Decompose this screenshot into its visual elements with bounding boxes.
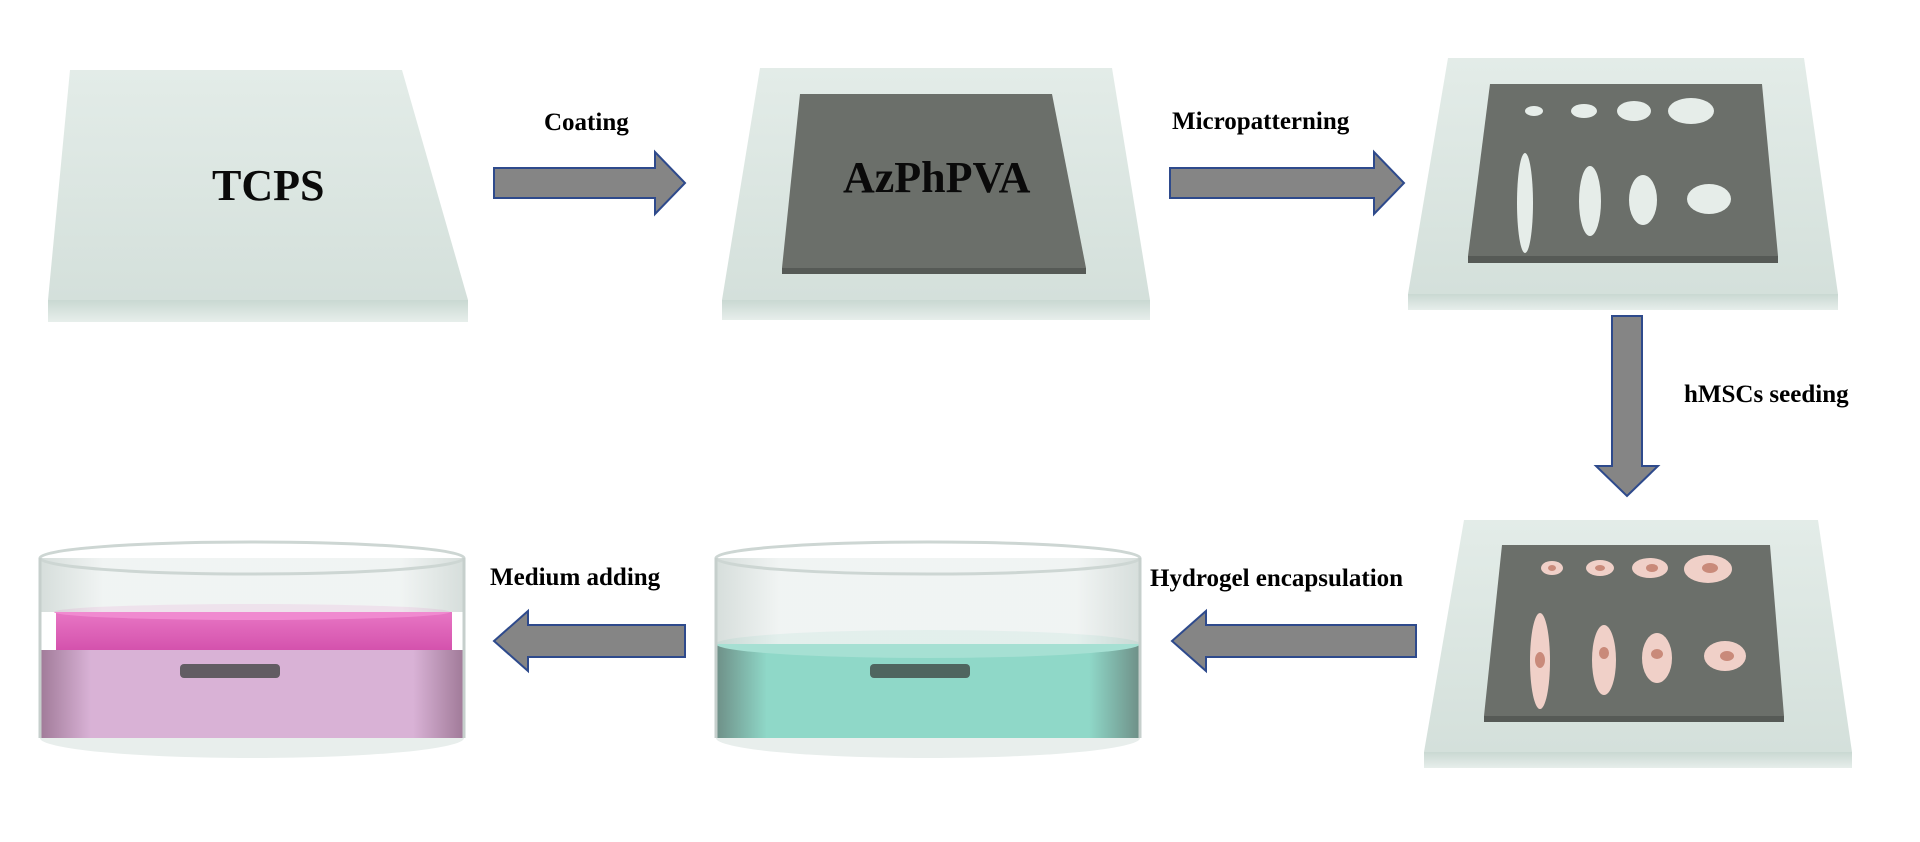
seeded-plate xyxy=(1424,520,1852,768)
hydrogel-layer xyxy=(716,644,1140,738)
cell xyxy=(1586,560,1614,576)
cell xyxy=(1632,558,1668,578)
azphpva-film xyxy=(782,94,1086,268)
medium-arrow xyxy=(492,608,686,674)
medium-dish-wall xyxy=(40,558,464,612)
tcps-substrate-edge xyxy=(48,300,468,322)
medium-dish xyxy=(38,540,466,758)
hydrogel-arrow xyxy=(1170,608,1417,674)
micropatterning-arrow xyxy=(1169,149,1406,217)
medium-dish-sides xyxy=(38,558,466,738)
cell xyxy=(1684,555,1732,583)
hydrogel-dish xyxy=(714,540,1142,758)
coating-arrow xyxy=(493,149,687,217)
cell xyxy=(1530,613,1550,709)
pattern-hole xyxy=(1579,166,1601,236)
seeded-film-edge xyxy=(1484,716,1784,722)
cell xyxy=(1541,561,1563,575)
azphpva-plate xyxy=(722,68,1150,320)
micropattern-holes xyxy=(1517,98,1731,253)
medium-lower-layer xyxy=(40,650,464,738)
hydrogel-dish-wall xyxy=(716,558,1140,644)
coating-step-label: Coating xyxy=(544,109,629,136)
tcps-substrate-top xyxy=(48,70,468,300)
azphpva-substrate-edge xyxy=(722,300,1150,320)
seeded-film xyxy=(1484,545,1784,716)
hydrogel-embedded-plate xyxy=(870,664,970,678)
micropatterning-step-label: Micropatterning xyxy=(1172,108,1350,135)
pattern-hole xyxy=(1571,104,1597,118)
pattern-hole xyxy=(1629,175,1657,225)
hydrogel-step-label: Hydrogel encapsulation xyxy=(1150,565,1404,592)
pattern-hole xyxy=(1517,153,1533,253)
seeded-substrate-edge xyxy=(1424,752,1852,768)
pattern-hole xyxy=(1668,98,1714,124)
azphpva-label: AzPhPVA xyxy=(843,153,1031,202)
pattern-hole xyxy=(1617,101,1651,121)
seeding-arrow xyxy=(1593,315,1661,498)
tcps-plate xyxy=(48,70,468,322)
hmsc-cells xyxy=(1530,555,1746,709)
micropattern-film xyxy=(1468,84,1778,256)
micropatterned-plate xyxy=(1408,58,1838,310)
tcps-label: TCPS xyxy=(212,161,325,210)
cell xyxy=(1592,625,1616,695)
pattern-hole xyxy=(1687,184,1731,214)
azphpva-film-edge xyxy=(782,268,1086,274)
medium-step-label: Medium adding xyxy=(490,564,661,591)
pattern-hole xyxy=(1525,106,1543,116)
hydrogel-dish-sides xyxy=(714,558,1142,738)
cell xyxy=(1642,633,1672,683)
micropattern-substrate-edge xyxy=(1408,294,1838,310)
cell xyxy=(1704,641,1746,671)
medium-embedded-plate xyxy=(180,664,280,678)
micropattern-film-edge xyxy=(1468,256,1778,263)
seeding-step-label: hMSCs seeding xyxy=(1684,381,1849,408)
